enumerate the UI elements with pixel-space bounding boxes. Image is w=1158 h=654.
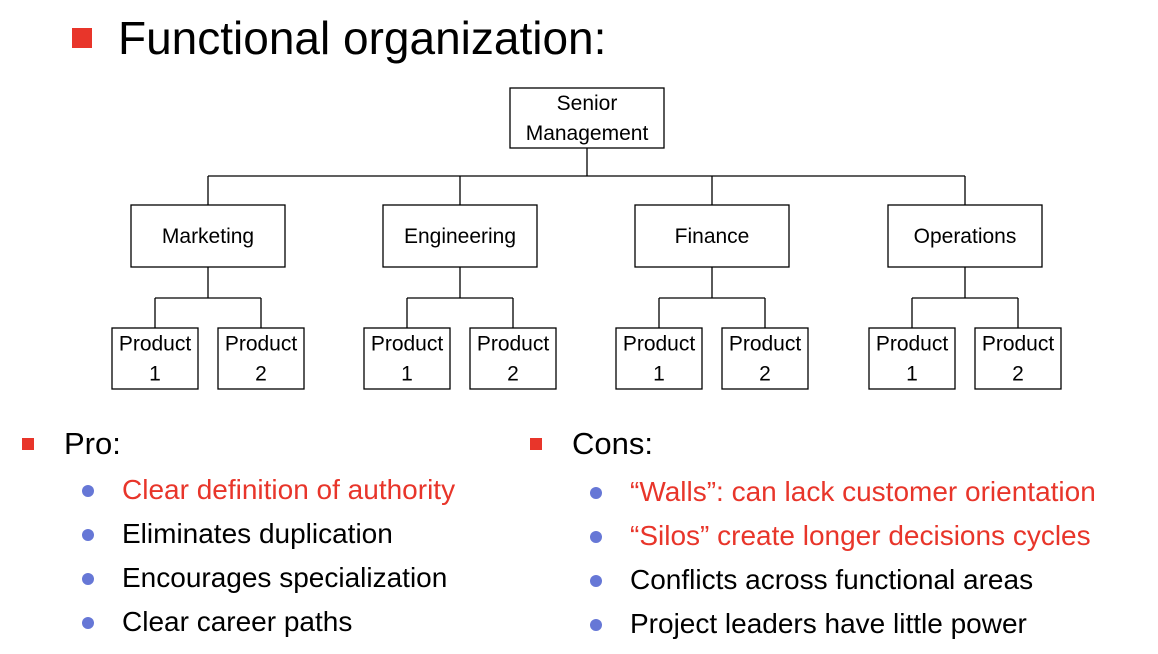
product-box-label: 2	[759, 363, 771, 386]
pro-item: Clear definition of authority	[80, 468, 455, 512]
pro-heading: Pro:	[64, 426, 121, 461]
bullet-dot-icon	[590, 575, 602, 587]
product-box-label: 2	[507, 363, 519, 386]
pro-item-text: Clear definition of authority	[122, 474, 456, 505]
pro-item: Eliminates duplication	[80, 512, 455, 556]
pro-bullet-icon	[22, 438, 34, 450]
cons-item: “Walls”: can lack customer orientation	[588, 470, 1096, 514]
product-box-label: Product	[119, 333, 192, 356]
cons-item-text: Project leaders have little power	[630, 608, 1027, 639]
bullet-dot-icon	[590, 619, 602, 631]
product-box-label: Product	[982, 333, 1055, 356]
bullet-dot-icon	[590, 531, 602, 543]
pro-item: Clear career paths	[80, 600, 455, 644]
product-box-label: Product	[477, 333, 550, 356]
pro-item-text: Encourages specialization	[122, 562, 448, 593]
senior-management-label: Management	[526, 122, 649, 145]
product-box-box	[868, 327, 956, 390]
product-box-box	[217, 327, 305, 390]
department-marketing-box	[130, 204, 286, 268]
bullet-dot-icon	[590, 487, 602, 499]
product-box-box	[111, 327, 199, 390]
cons-item-text: “Silos” create longer decisions cycles	[630, 520, 1091, 551]
cons-heading: Cons:	[572, 426, 653, 461]
department-marketing-label: Marketing	[162, 225, 254, 248]
page-title: Functional organization:	[118, 12, 607, 64]
cons-list: “Walls”: can lack customer orientation “S…	[588, 470, 1096, 646]
product-box-label: 1	[653, 363, 665, 386]
product-box-label: Product	[225, 333, 298, 356]
product-box-box	[363, 327, 451, 390]
product-box-box	[469, 327, 557, 390]
cons-item-text: “Walls”: can lack customer orientation	[630, 476, 1096, 507]
bullet-dot-icon	[82, 529, 94, 541]
pro-item-text: Clear career paths	[122, 606, 353, 637]
product-box-label: Product	[876, 333, 949, 356]
title-bullet-icon	[72, 28, 92, 48]
senior-management-box	[509, 87, 665, 149]
product-box-label: 1	[149, 363, 161, 386]
bullet-dot-icon	[82, 617, 94, 629]
product-box-box	[721, 327, 809, 390]
cons-item: Project leaders have little power	[588, 602, 1096, 646]
product-box-label: 1	[906, 363, 918, 386]
product-box-box	[974, 327, 1062, 390]
bullet-dot-icon	[82, 485, 94, 497]
pro-item: Encourages specialization	[80, 556, 455, 600]
product-box-box	[615, 327, 703, 390]
cons-bullet-icon	[530, 438, 542, 450]
department-finance-box	[634, 204, 790, 268]
product-box-label: 2	[1012, 363, 1024, 386]
pro-item-text: Eliminates duplication	[122, 518, 393, 549]
department-finance-label: Finance	[675, 225, 750, 248]
department-engineering-box	[382, 204, 538, 268]
cons-item-text: Conflicts across functional areas	[630, 564, 1034, 595]
product-box-label: Product	[729, 333, 802, 356]
department-operations-label: Operations	[914, 225, 1017, 248]
bullet-dot-icon	[82, 573, 94, 585]
senior-management-label: Senior	[557, 92, 618, 115]
product-box-label: Product	[623, 333, 696, 356]
cons-item: Conflicts across functional areas	[588, 558, 1096, 602]
cons-item: “Silos” create longer decisions cycles	[588, 514, 1096, 558]
product-box-label: 1	[401, 363, 413, 386]
department-engineering-label: Engineering	[404, 225, 516, 248]
product-box-label: 2	[255, 363, 267, 386]
product-box-label: Product	[371, 333, 444, 356]
